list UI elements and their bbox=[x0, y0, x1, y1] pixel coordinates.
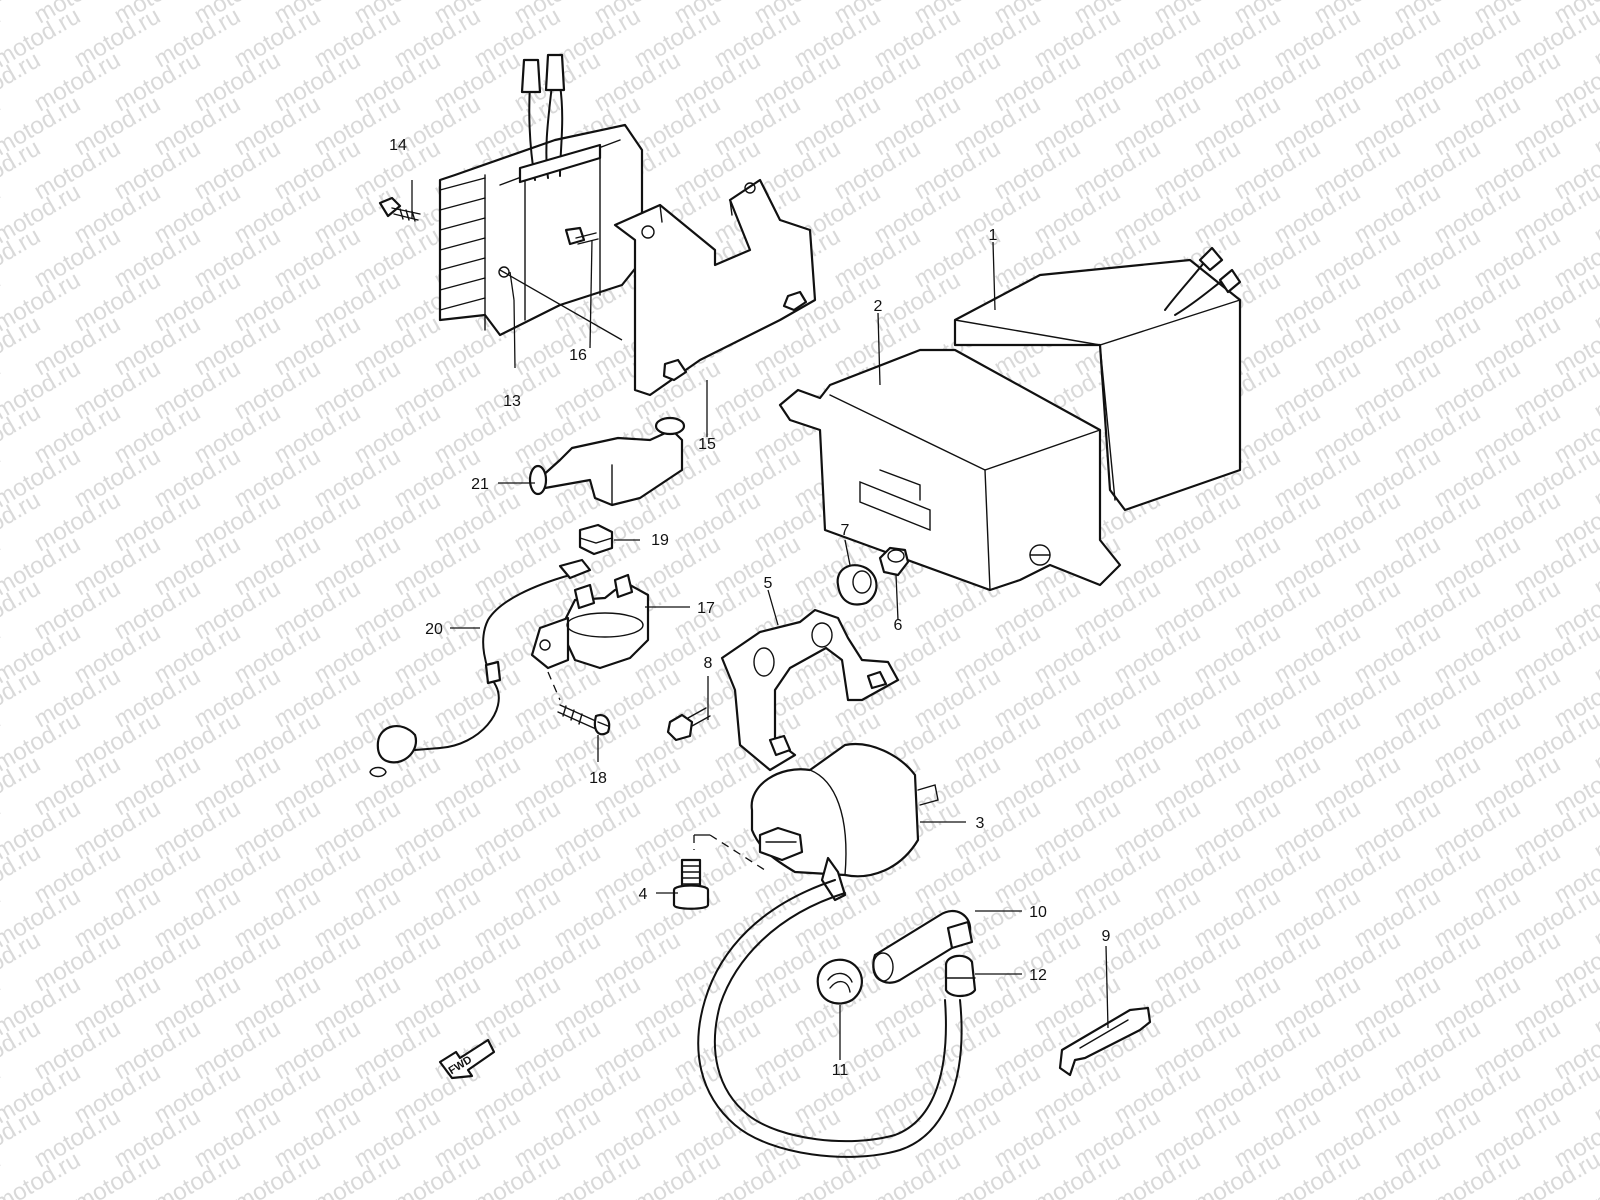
part-6-collar bbox=[878, 546, 910, 577]
callout-21: 21 bbox=[471, 476, 489, 493]
callout-3: 3 bbox=[976, 815, 985, 832]
callout-labels: 1 2 3 4 5 6 7 8 9 10 11 12 13 14 15 16 1… bbox=[389, 137, 1110, 1079]
leader-lines bbox=[411, 180, 1109, 1060]
part-20-lead-wire bbox=[369, 558, 592, 778]
callout-1: 1 bbox=[989, 227, 998, 244]
fwd-direction-badge: FWD bbox=[438, 1038, 496, 1080]
part-4-bolt bbox=[672, 858, 710, 910]
callout-16: 16 bbox=[569, 347, 587, 364]
part-19-nut bbox=[578, 523, 614, 556]
callout-20: 20 bbox=[425, 621, 443, 638]
callout-12: 12 bbox=[1029, 967, 1047, 984]
assembly-line-bolt-coil bbox=[693, 834, 769, 873]
part-21-boot bbox=[528, 416, 686, 507]
part-15-bracket-plate bbox=[613, 178, 817, 397]
part-1-cdi-unit bbox=[953, 246, 1242, 512]
assembly-line-relay-screw bbox=[547, 671, 561, 701]
part-14-bolt bbox=[378, 196, 421, 222]
part-17-starter-relay bbox=[530, 573, 650, 670]
callout-7: 7 bbox=[841, 522, 850, 539]
high-tension-cord bbox=[697, 879, 963, 1158]
part-3-ignition-coil bbox=[750, 742, 939, 902]
callout-11: 11 bbox=[832, 1062, 849, 1079]
callout-14: 14 bbox=[389, 137, 407, 154]
callout-10: 10 bbox=[1029, 904, 1047, 921]
callout-17: 17 bbox=[697, 600, 715, 617]
part-9-clamp bbox=[1058, 1006, 1152, 1077]
part-8-bolt bbox=[666, 707, 711, 742]
callout-6: 6 bbox=[894, 617, 903, 634]
callout-18: 18 bbox=[589, 770, 607, 787]
part-16-screw bbox=[564, 226, 599, 246]
part-7-grommet bbox=[836, 564, 878, 606]
part-5-mounting-bracket bbox=[720, 608, 900, 772]
part-18-screw bbox=[557, 704, 611, 736]
callout-2: 2 bbox=[874, 298, 883, 315]
part-10-plug-cap bbox=[872, 909, 974, 984]
callout-19: 19 bbox=[651, 532, 669, 549]
callout-13: 13 bbox=[503, 393, 521, 410]
callout-5: 5 bbox=[764, 575, 773, 592]
part-12-connector bbox=[944, 954, 977, 998]
part-2-ignitor-unit bbox=[778, 348, 1122, 592]
callout-15: 15 bbox=[698, 436, 716, 453]
callout-8: 8 bbox=[704, 655, 713, 672]
callout-9: 9 bbox=[1102, 928, 1111, 945]
part-11-cap bbox=[816, 958, 863, 1005]
callout-4: 4 bbox=[639, 886, 648, 903]
